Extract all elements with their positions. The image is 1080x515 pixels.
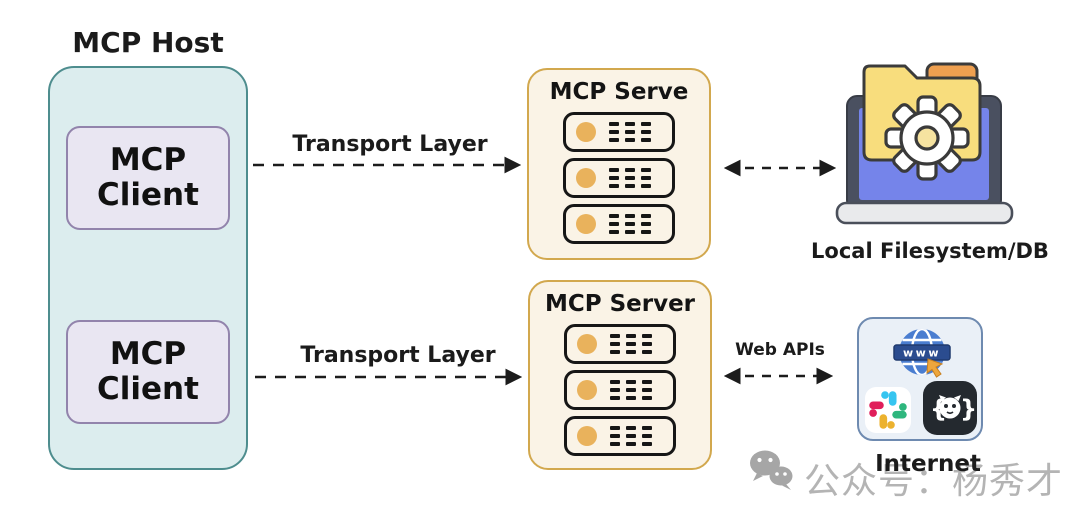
mcp-server-box-2: MCP Server	[528, 280, 712, 470]
server-rack-icon	[563, 158, 675, 198]
mcp-client-box-2: MCP Client	[66, 320, 230, 424]
laptop-folder-gear-icon	[835, 62, 1014, 225]
server-vents-icon	[609, 168, 651, 188]
server-led-icon	[576, 168, 596, 188]
server-rack-icon	[563, 204, 675, 244]
web-apis-label: Web APIs	[735, 340, 825, 360]
server-led-icon	[577, 380, 597, 400]
server-led-icon	[576, 122, 596, 142]
server-vents-icon	[609, 214, 651, 234]
server-vents-icon	[609, 122, 651, 142]
server-vents-icon	[610, 380, 652, 400]
transport-layer-label-bottom: Transport Layer	[300, 343, 496, 368]
mcp-server-title-1: MCP Serve	[549, 79, 689, 105]
server-rack-icon	[564, 416, 676, 456]
server-rack-icon	[564, 324, 676, 364]
mcp-server-title-2: MCP Server	[544, 291, 696, 317]
slack-icon	[865, 387, 911, 433]
internet-label: Internet	[875, 451, 981, 477]
svg-text:}: }	[960, 395, 977, 423]
server-rack-icon	[564, 370, 676, 410]
globe-www-text: www	[903, 347, 941, 360]
mcp-server-box-1: MCP Serve	[527, 68, 711, 260]
mcp-host-container: MCP Client MCP Client	[48, 66, 248, 470]
gear-icon	[884, 95, 970, 181]
server-vents-icon	[610, 426, 652, 446]
wechat-icon	[750, 450, 793, 490]
server-vents-icon	[610, 334, 652, 354]
github-icon: { }	[923, 381, 977, 435]
server-led-icon	[576, 214, 596, 234]
cursor-icon	[926, 358, 944, 378]
server-led-icon	[577, 426, 597, 446]
internet-box: www { }	[857, 317, 983, 441]
mcp-client-box-1: MCP Client	[66, 126, 230, 230]
server-led-icon	[577, 334, 597, 354]
watermark-text: 公众号：杨秀才	[804, 461, 1064, 502]
local-filesystem-label: Local Filesystem/DB	[811, 239, 1049, 263]
server-rack-icon	[563, 112, 675, 152]
mcp-host-title: MCP Host	[72, 26, 224, 59]
globe-www-icon: www	[893, 329, 951, 378]
transport-layer-label-top: Transport Layer	[292, 132, 488, 157]
laptop-base	[835, 201, 1014, 225]
